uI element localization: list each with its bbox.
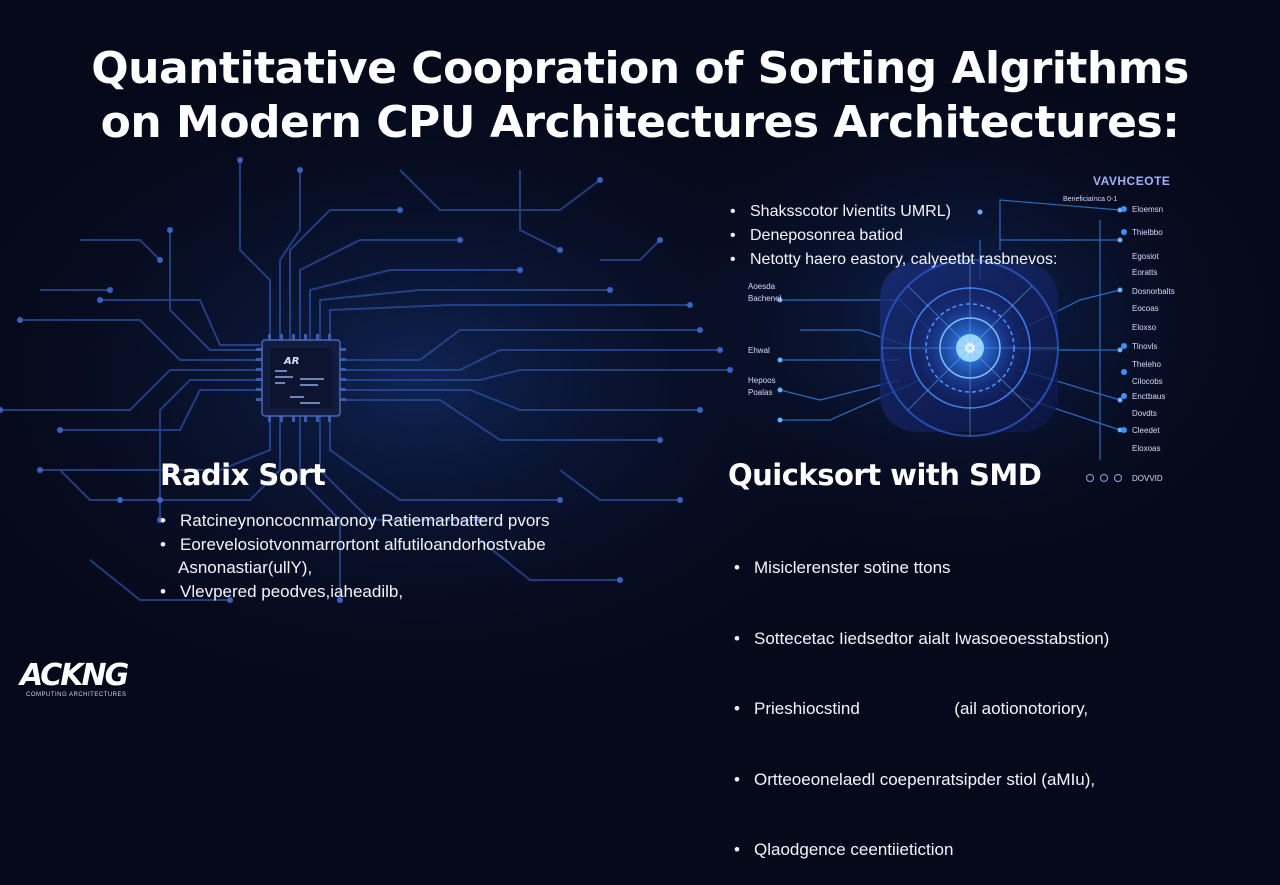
right-label: Eocoas — [1132, 304, 1159, 313]
chip-label: AR — [283, 356, 299, 367]
panel-bullet: Deneposonrea batiod — [730, 224, 1057, 248]
panel-bullet-list: Shaksscotor lvientits UMRL) Deneposonrea… — [730, 200, 1057, 272]
right-label: Eloxoas — [1132, 444, 1161, 453]
left-label: Aoesda — [748, 282, 776, 291]
right-label: Tlnovls — [1132, 342, 1158, 351]
quicksort-bullet-list: Misiclerenster sotine ttons Sottecetac I… — [734, 509, 1109, 885]
brand-tagline: COMPUTING ARCHITECTURES — [26, 692, 127, 698]
left-label: Bachenel — [748, 294, 782, 303]
quicksort-bullet: Ortteoeonelaedl coepenratsipder stiol (a… — [734, 768, 1109, 792]
panel-subheader: Beneficiaínca 0-1 — [1063, 196, 1118, 203]
right-label: Eloxso — [1132, 323, 1157, 332]
right-label: Dovdts — [1132, 409, 1157, 418]
right-label: Enctbaus — [1132, 392, 1166, 401]
right-label: Egosiot — [1132, 252, 1159, 261]
title-line-2: on Modern CPU Architectures Architecture… — [100, 97, 1180, 148]
left-label: Poalas — [748, 388, 773, 397]
quicksort-heading: Quicksort with SMD — [728, 458, 1042, 492]
right-label: Cilocobs — [1132, 377, 1163, 386]
right-label: Theleho — [1132, 360, 1161, 369]
quicksort-bullet: Misiclerenster sotine ttons — [734, 556, 1109, 580]
panel-bullet: Netotty haero eastory, calyeetbt rasbnev… — [730, 248, 1057, 272]
radix-bullet: Ratcineynoncocnmaronoy Ratiemarbatterd p… — [160, 509, 549, 533]
glow-lens — [880, 259, 1059, 437]
left-label: Hepoos — [748, 376, 776, 385]
left-label: Ehwal — [748, 346, 770, 355]
radix-bullet-list: Ratcineynoncocnmaronoy Ratiemarbatterd p… — [160, 509, 549, 603]
footer-label: DOVVID — [1132, 474, 1163, 483]
panel-header: VAVHCEOTE — [1093, 174, 1171, 188]
quicksort-bullet: Prieshiocstind (ail aotionotoriory, — [734, 697, 1109, 721]
radix-bullet-continuation: Asnonastiar(ullY), — [178, 558, 313, 577]
radix-heading: Radix Sort — [160, 458, 326, 492]
quicksort-bullet: Qlaodgence ceentiietiction — [734, 838, 1109, 862]
brand-name: ACKNG — [20, 658, 129, 693]
right-label: Eloemsn — [1132, 205, 1164, 214]
brand-logo: ACKNG COMPUTING ARCHITECTURES — [20, 658, 129, 699]
right-label: Eoratts — [1132, 268, 1158, 277]
right-label: Cleedet — [1132, 426, 1160, 435]
title-line-1: Quantitative Coopration of Sorting Algri… — [91, 43, 1189, 94]
panel-bullet: Shaksscotor lvientits UMRL) — [730, 200, 1057, 224]
right-label: Dosnorbalts — [1132, 287, 1175, 296]
quicksort-bullet: Sottecetac Iiedsedtor aialt Iwasoeoessta… — [734, 627, 1109, 651]
right-label: Thielbbo — [1132, 228, 1163, 237]
cpu-chip: AR — [256, 334, 346, 422]
slide-title: Quantitative Coopration of Sorting Algri… — [0, 42, 1280, 150]
radix-bullet: Vlevpered peodves,iaheadilb, — [160, 580, 549, 604]
radix-bullet: Eorevelosiotvonmarrortont alfutiloandorh… — [160, 533, 549, 557]
